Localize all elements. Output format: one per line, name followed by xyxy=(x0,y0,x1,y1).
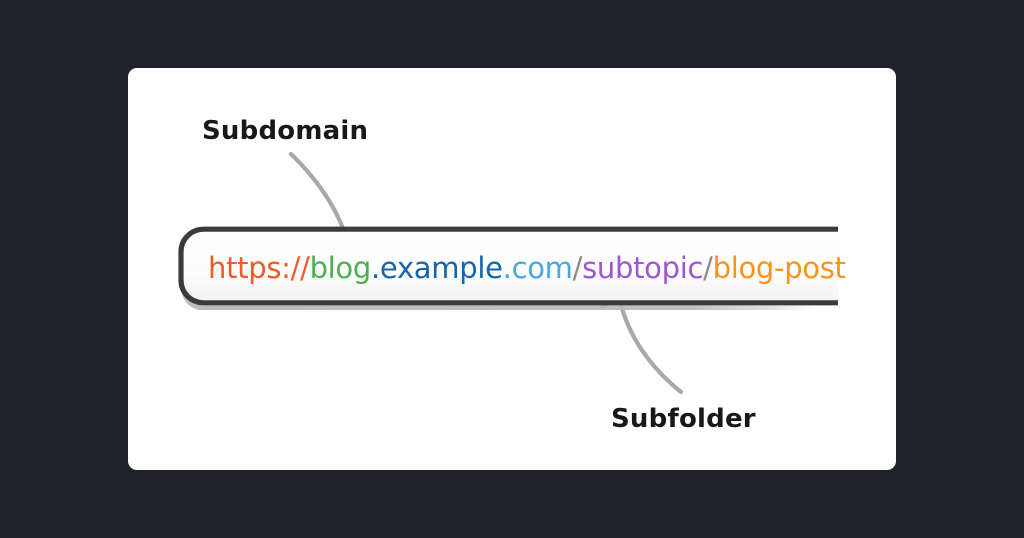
annotation-label-subfolder: Subfolder xyxy=(611,404,756,434)
annotation-label-subdomain: Subdomain xyxy=(202,116,369,146)
url-bar[interactable]: https://blog.example.com/subtopic/blog-p… xyxy=(178,226,846,310)
url-segment-scheme: https:// xyxy=(208,251,310,285)
url-segment-subdomain: blog xyxy=(309,251,372,285)
url-segment-slash-1: / xyxy=(572,251,583,285)
url-segment-subfolder: subtopic xyxy=(582,251,704,285)
url-segment-domain: example xyxy=(379,251,503,285)
url-segment-dot-2: . xyxy=(502,251,512,285)
url-bar-shell xyxy=(178,226,838,310)
url-text[interactable]: https://blog.example.com/subtopic/blog-p… xyxy=(208,226,846,310)
url-segment-slash-2: / xyxy=(703,251,713,285)
url-segment-slug: blog-post xyxy=(712,251,846,285)
url-segment-dot-1: . xyxy=(370,251,380,285)
url-segment-tld: com xyxy=(511,251,573,285)
